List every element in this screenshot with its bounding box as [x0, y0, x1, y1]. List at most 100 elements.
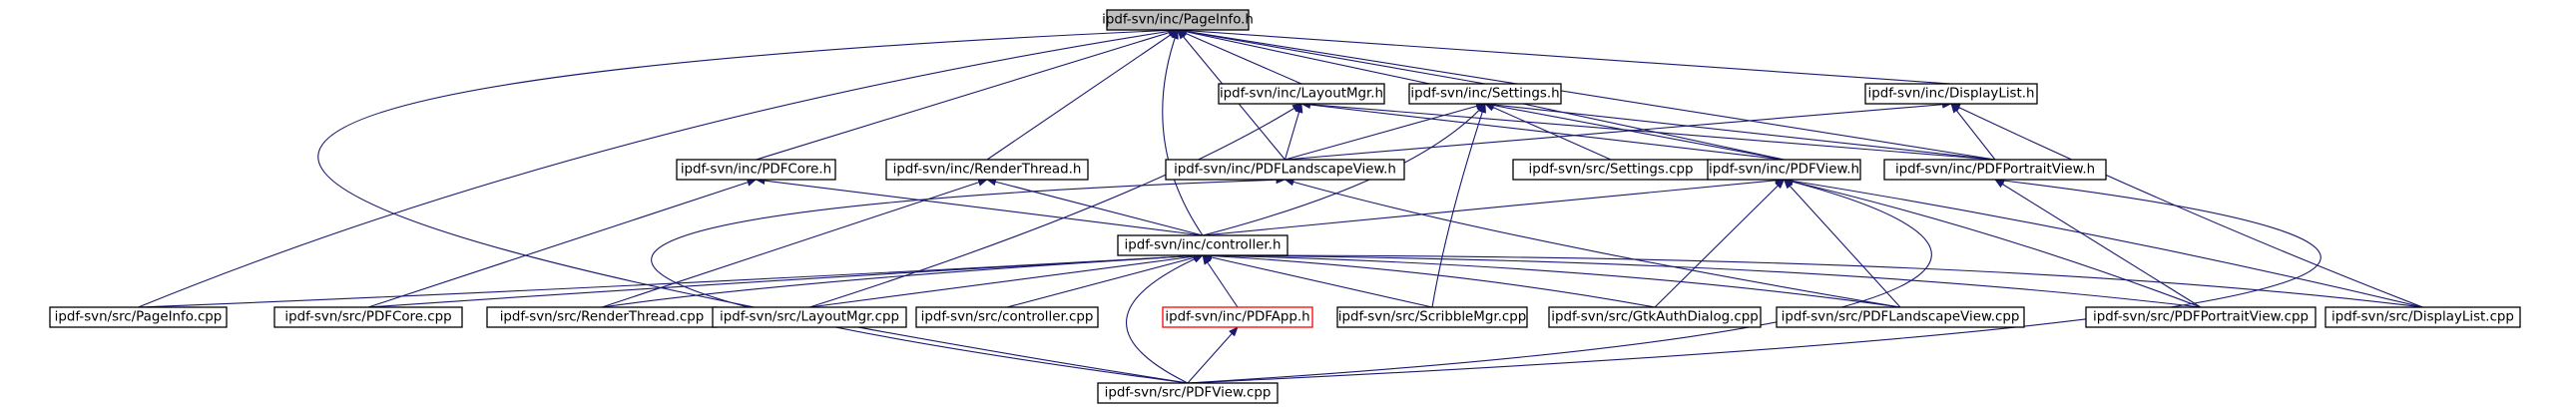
node-gtkauthdialog-cpp[interactable]: ipdf-svn/src/GtkAuthDialog.cpp — [1548, 306, 1762, 328]
node-label: ipdf-svn/inc/PDFView.h — [1709, 163, 1859, 178]
edge-pdflandscapeview-h-to-displaylist-h — [1285, 100, 1952, 161]
node-pageinfo-cpp[interactable]: ipdf-svn/src/PageInfo.cpp — [49, 306, 228, 328]
edge-pageinfo-cpp-to-pageinfo-h — [138, 27, 1179, 308]
node-box — [1864, 83, 2038, 105]
node-pdfview-cpp[interactable]: ipdf-svn/src/PDFView.cpp — [1097, 382, 1279, 404]
edge-pdfportraitview-h-to-layoutmgr-h — [1300, 100, 1996, 161]
edge-pdflandscapeview-cpp-to-pdflandscapeview-h — [1284, 178, 1901, 308]
edge-scribblemgr-cpp-to-controller-h — [1202, 253, 1433, 308]
node-label: ipdf-svn/src/PDFLandscapeView.cpp — [1782, 310, 2020, 325]
node-label: ipdf-svn/src/PDFCore.cpp — [284, 310, 451, 325]
node-displaylist-h[interactable]: ipdf-svn/inc/DisplayList.h — [1864, 83, 2038, 105]
edge-pdflandscapeview-h-to-layoutmgr-h — [1284, 103, 1303, 161]
node-box — [1707, 159, 1861, 181]
edge-gtkauthdialog-cpp-to-controller-h — [1202, 251, 1656, 308]
node-box — [2085, 306, 2317, 328]
file-nodes: ipdf-svn/inc/PageInfo.h ipdf-svn/inc/Layo… — [49, 9, 2521, 404]
node-renderthread-cpp[interactable]: ipdf-svn/src/RenderThread.cpp — [486, 306, 718, 328]
node-label: ipdf-svn/inc/PDFApp.h — [1165, 310, 1309, 325]
edge-renderthread-cpp-to-renderthread-h — [601, 179, 988, 308]
node-box — [1097, 382, 1279, 404]
edge-pdfview-cpp-to-pdfportraitview-h — [1187, 177, 2321, 384]
node-settings-h[interactable]: ipdf-svn/inc/Settings.h — [1408, 83, 1562, 105]
node-pdfportraitview-h[interactable]: ipdf-svn/inc/PDFPortraitView.h — [1883, 159, 2107, 181]
node-label: ipdf-svn/src/RenderThread.cpp — [500, 310, 705, 325]
edge-pdfview-h-to-settings-h — [1484, 101, 1785, 161]
node-box — [1776, 306, 2025, 328]
node-box — [1336, 306, 1528, 328]
node-box — [1218, 83, 1385, 105]
edge-settings-h-to-pageinfo-h — [1177, 27, 1486, 85]
edge-controller-cpp-to-controller-h — [1006, 253, 1204, 308]
node-box — [49, 306, 228, 328]
node-controller-cpp[interactable]: ipdf-svn/src/controller.cpp — [915, 306, 1099, 328]
node-box — [273, 306, 463, 328]
edge-controller-h-to-pageinfo-h — [1162, 29, 1204, 236]
edge-pdfportraitview-h-to-displaylist-h — [1950, 103, 1996, 161]
edge-pdfportraitview-h-to-pageinfo-h — [1177, 27, 1996, 161]
edge-layoutmgr-cpp-to-layoutmgr-h — [808, 103, 1302, 308]
node-box — [1408, 83, 1562, 105]
node-label: ipdf-svn/inc/DisplayList.h — [1867, 87, 2034, 102]
node-label: ipdf-svn/src/LayoutMgr.cpp — [720, 310, 899, 325]
node-pdfview-h[interactable]: ipdf-svn/inc/PDFView.h — [1707, 159, 1861, 181]
dependency-edges — [138, 26, 2423, 384]
edge-pdfcore-cpp-to-controller-h — [367, 251, 1204, 308]
edge-pdfview-cpp-to-pdflandscapeview-h — [651, 176, 1287, 384]
node-settings-cpp[interactable]: ipdf-svn/src/Settings.cpp — [1512, 159, 1710, 181]
node-label: ipdf-svn/inc/PDFCore.h — [681, 163, 831, 178]
node-box — [712, 306, 907, 328]
node-pdflandscapeview-cpp[interactable]: ipdf-svn/src/PDFLandscapeView.cpp — [1776, 306, 2025, 328]
node-box — [676, 159, 836, 181]
node-pdfapp-h[interactable]: ipdf-svn/inc/PDFApp.h — [1162, 306, 1313, 328]
node-label: ipdf-svn/src/PDFView.cpp — [1105, 386, 1272, 401]
node-label: ipdf-svn/inc/PDFPortraitView.h — [1895, 163, 2095, 178]
node-box — [1165, 159, 1405, 181]
node-label: ipdf-svn/inc/Settings.h — [1410, 87, 1559, 102]
node-box — [915, 306, 1099, 328]
node-label: ipdf-svn/src/ScribbleMgr.cpp — [1338, 310, 1527, 325]
node-renderthread-h[interactable]: ipdf-svn/inc/RenderThread.h — [885, 159, 1089, 181]
edge-pdflandscapeview-cpp-to-pdfview-h — [1783, 179, 1901, 308]
edge-scribblemgr-cpp-to-settings-h — [1431, 103, 1486, 308]
node-label: ipdf-svn/inc/LayoutMgr.h — [1220, 87, 1383, 102]
edge-pdfview-cpp-to-pdfview-h — [1187, 178, 1932, 384]
edge-pdfportraitview-h-to-settings-h — [1484, 101, 1996, 161]
node-displaylist-cpp[interactable]: ipdf-svn/src/DisplayList.cpp — [2324, 306, 2521, 328]
edge-pdflandscapeview-cpp-to-controller-h — [1202, 251, 1901, 308]
node-scribblemgr-cpp[interactable]: ipdf-svn/src/ScribbleMgr.cpp — [1336, 306, 1528, 328]
edge-pdfportraitview-cpp-to-pdfportraitview-h — [1994, 179, 2202, 308]
node-label: ipdf-svn/src/PDFPortraitView.cpp — [2093, 310, 2309, 325]
edge-pdfview-cpp-to-pdfapp-h — [1187, 326, 1239, 384]
node-pageinfo-h[interactable]: ipdf-svn/inc/PageInfo.h — [1102, 9, 1254, 31]
edge-pdfcore-h-to-pageinfo-h — [756, 28, 1179, 161]
node-layoutmgr-cpp[interactable]: ipdf-svn/src/LayoutMgr.cpp — [712, 306, 907, 328]
edge-settings-cpp-to-settings-h — [1484, 103, 1612, 161]
edge-displaylist-cpp-to-controller-h — [1202, 250, 2423, 308]
node-box — [1548, 306, 1762, 328]
node-label: ipdf-svn/src/Settings.cpp — [1528, 163, 1693, 178]
node-box — [1883, 159, 2107, 181]
edge-pdfview-h-to-layoutmgr-h — [1300, 101, 1785, 161]
node-label: ipdf-svn/inc/controller.h — [1125, 238, 1282, 253]
edge-renderthread-h-to-pageinfo-h — [986, 29, 1179, 161]
node-label: ipdf-svn/src/controller.cpp — [921, 310, 1094, 325]
node-label: ipdf-svn/inc/RenderThread.h — [893, 163, 1082, 178]
edge-displaylist-cpp-to-pdfview-h — [1783, 177, 2423, 308]
edge-pdfportraitview-cpp-to-pdfview-h — [1783, 178, 2202, 308]
node-pdfcore-h[interactable]: ipdf-svn/inc/PDFCore.h — [676, 159, 836, 181]
edge-layoutmgr-cpp-to-controller-h — [808, 252, 1204, 308]
node-pdfcore-cpp[interactable]: ipdf-svn/src/PDFCore.cpp — [273, 306, 463, 328]
edge-pdflandscapeview-h-to-settings-h — [1285, 102, 1486, 161]
node-box — [2324, 306, 2521, 328]
node-label: ipdf-svn/src/DisplayList.cpp — [2331, 310, 2514, 325]
node-pdfportraitview-cpp[interactable]: ipdf-svn/src/PDFPortraitView.cpp — [2085, 306, 2317, 328]
node-pdflandscapeview-h[interactable]: ipdf-svn/inc/PDFLandscapeView.h — [1165, 159, 1405, 181]
node-controller-h[interactable]: ipdf-svn/inc/controller.h — [1117, 234, 1288, 256]
edge-controller-h-to-renderthread-h — [986, 178, 1204, 236]
node-label: ipdf-svn/inc/PageInfo.h — [1102, 13, 1254, 28]
edge-gtkauthdialog-cpp-to-pdfview-h — [1654, 179, 1786, 308]
node-layoutmgr-h[interactable]: ipdf-svn/inc/LayoutMgr.h — [1218, 83, 1385, 105]
node-label: ipdf-svn/src/GtkAuthDialog.cpp — [1551, 310, 1759, 325]
node-box — [1106, 9, 1250, 31]
